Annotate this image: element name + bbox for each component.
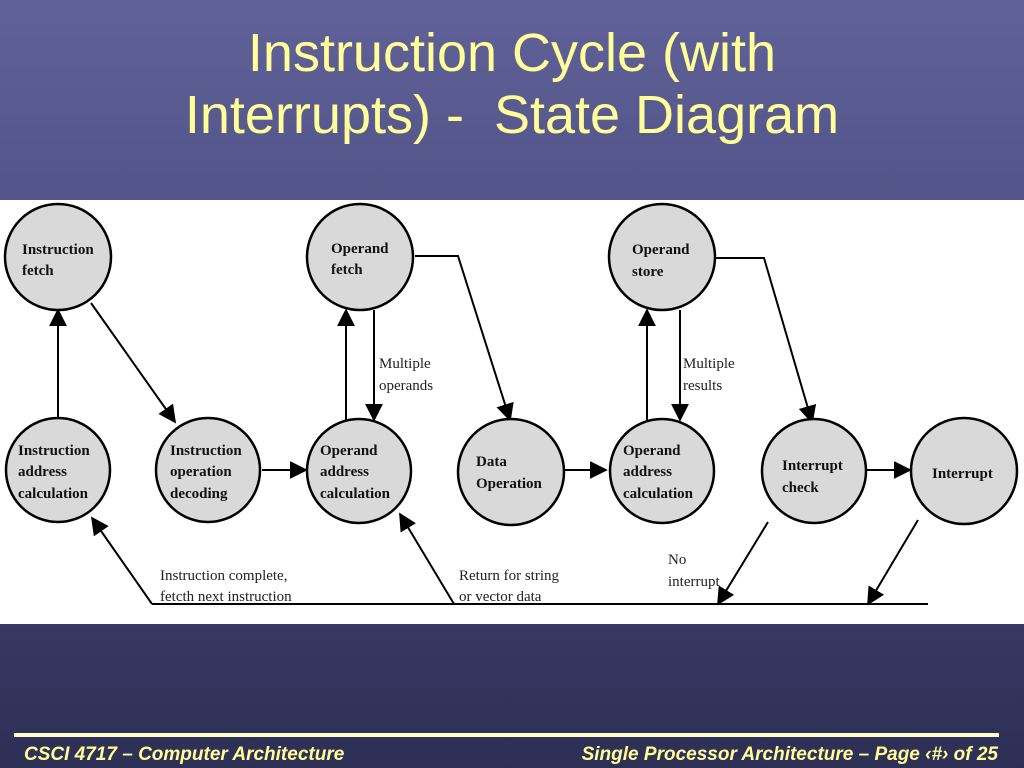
slide-title-line-2: Interrupts) - State Diagram	[184, 85, 840, 145]
diagram-edges	[49, 255, 928, 606]
footer-course-title: CSCI 4717 – Computer Architecture	[24, 744, 345, 765]
slide-title-line-1: Instruction Cycle (with	[247, 23, 777, 83]
edge-operand-store-to-interrupt-check	[715, 257, 817, 424]
footer-page-info: Single Processor Architecture – Page ‹#›…	[581, 744, 998, 765]
state-interrupt: Interrupt	[909, 416, 1019, 526]
svg-text:Interrupt: Interrupt	[932, 466, 993, 482]
footer-divider	[14, 733, 999, 737]
edge-interrupt-return	[867, 519, 919, 606]
edge-fetch-to-decoding	[90, 302, 177, 424]
edge-operand-fetch-to-data-operation	[415, 255, 514, 422]
note-instruction-complete: Instruction complete,fetcth next instruc…	[160, 568, 292, 605]
edge-return-to-iac	[90, 516, 153, 605]
svg-text:Instruction complete,fetcth ne: Instruction complete,fetcth next instruc…	[160, 568, 292, 605]
slide-title: Instruction Cycle (with Interrupts) - St…	[0, 22, 1024, 192]
edge-no-interrupt-return	[717, 521, 769, 606]
edge-return-to-oac1	[399, 512, 455, 605]
